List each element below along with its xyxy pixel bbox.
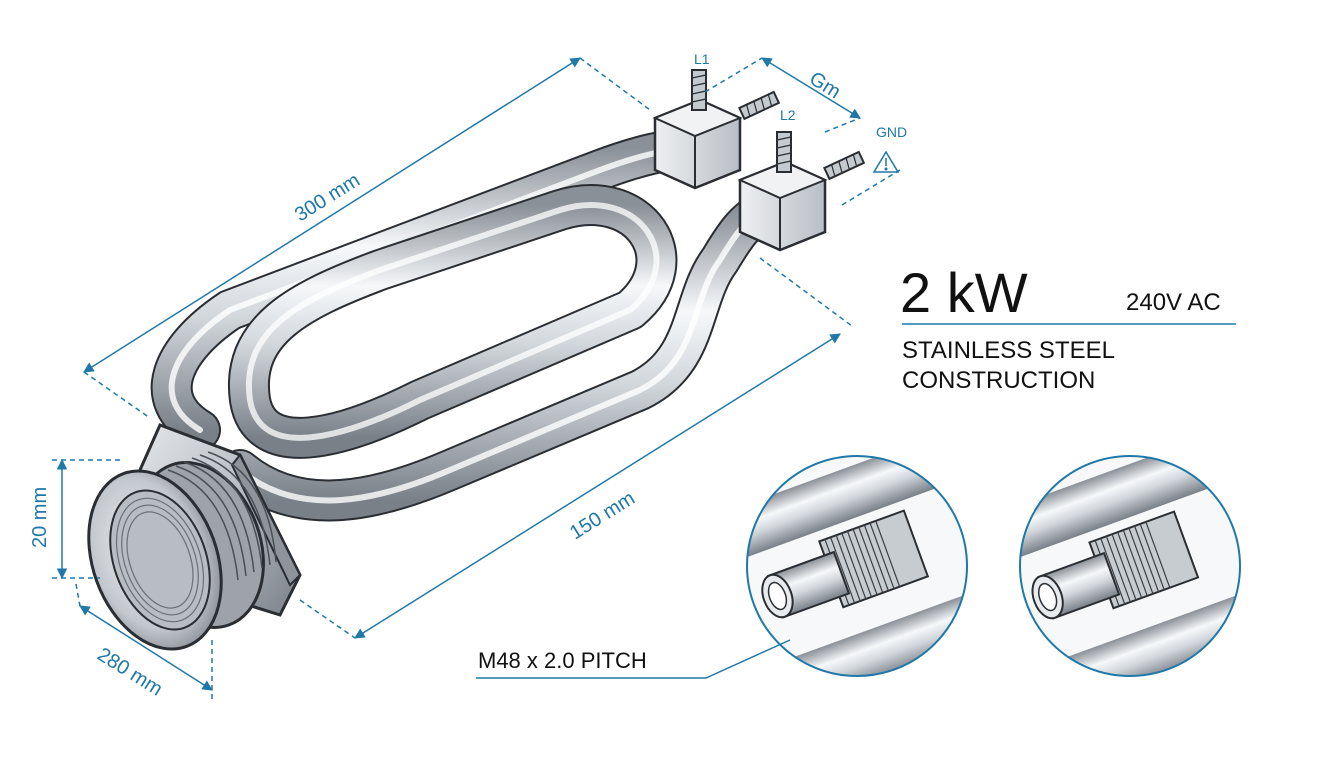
- power-rating: 2 kW: [900, 261, 1028, 324]
- terminal-l1: [652, 69, 781, 190]
- dim-gm-label: Gm: [805, 68, 844, 104]
- thread-callout-label: M48 x 2.0 PITCH: [478, 648, 647, 673]
- ground-label: GND: [876, 124, 907, 140]
- warning-triangle-icon: [872, 150, 900, 173]
- material-line-2: CONSTRUCTION: [902, 367, 1095, 394]
- dim-280-label: 280 mm: [93, 644, 166, 701]
- terminal-l2: [737, 131, 866, 252]
- voltage-rating: 240V AC: [1126, 289, 1221, 316]
- terminal-l2-label: L2: [780, 107, 796, 123]
- thread-callout-leader: [476, 639, 791, 679]
- heating-tube: [150, 127, 786, 522]
- dim-150-label: 150 mm: [566, 487, 639, 544]
- terminal-l1-label: L1: [694, 51, 710, 67]
- detail-view-left: [746, 455, 968, 677]
- dimension-lines: [52, 57, 901, 700]
- detail-view-right: [1019, 455, 1241, 677]
- dim-20-label: 20 mm: [29, 487, 51, 548]
- material-line-1: STAINLESS STEEL: [902, 337, 1115, 364]
